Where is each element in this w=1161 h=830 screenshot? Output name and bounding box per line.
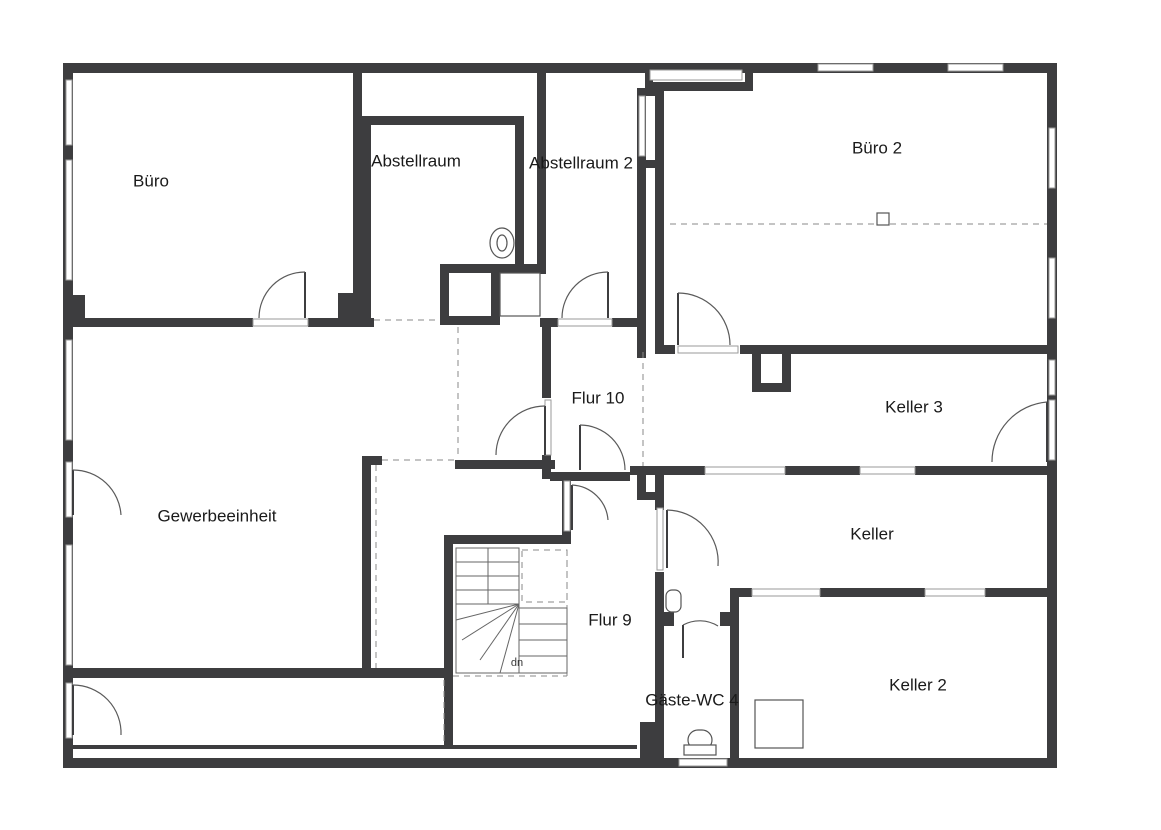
room-label-gewerbeeinheit: Gewerbeeinheit (157, 506, 276, 525)
door-gewerbeeinheit[interactable] (72, 469, 122, 516)
room-labels: Büro Abstellraum Abstellraum 2 Büro 2 Fl… (133, 138, 947, 709)
fixtures (489, 212, 890, 756)
doors (72, 271, 1048, 736)
staircase: up (455, 547, 568, 674)
door-buero2[interactable] (677, 292, 731, 346)
door-buero[interactable] (258, 271, 306, 319)
interior-walls (63, 70, 1057, 763)
stairs-direction-label: up (511, 657, 523, 669)
door-flur10-left[interactable] (495, 405, 546, 456)
room-label-keller: Keller (850, 524, 894, 543)
boiler-icon (754, 699, 804, 749)
door-corridor-bottom[interactable] (72, 684, 122, 736)
room-label-buero2: Büro 2 (852, 138, 902, 157)
room-label-abstellraum2: Abstellraum 2 (529, 153, 633, 172)
door-flur9-top[interactable] (571, 484, 609, 530)
room-label-keller2: Keller 2 (889, 675, 947, 694)
door-flur10-bottom[interactable] (579, 424, 626, 471)
windows (65, 63, 1056, 767)
door-keller3[interactable] (991, 401, 1048, 463)
room-label-flur10: Flur 10 (572, 388, 625, 407)
toilet-icon (683, 729, 717, 756)
room-label-abstellraum: Abstellraum (371, 151, 461, 170)
room-label-buero: Büro (133, 171, 169, 190)
door-abstellraum2[interactable] (561, 271, 609, 319)
door-keller[interactable] (666, 509, 719, 568)
room-label-gaeste-wc4: Gäste-WC 4 (645, 690, 739, 709)
room-label-flur9: Flur 9 (588, 610, 631, 629)
sink-wc-icon (665, 589, 682, 613)
room-label-keller3: Keller 3 (885, 397, 943, 416)
dashed-lines (374, 223, 1047, 745)
door-gaeste-wc[interactable] (682, 620, 719, 658)
chimney-icon (876, 212, 890, 226)
